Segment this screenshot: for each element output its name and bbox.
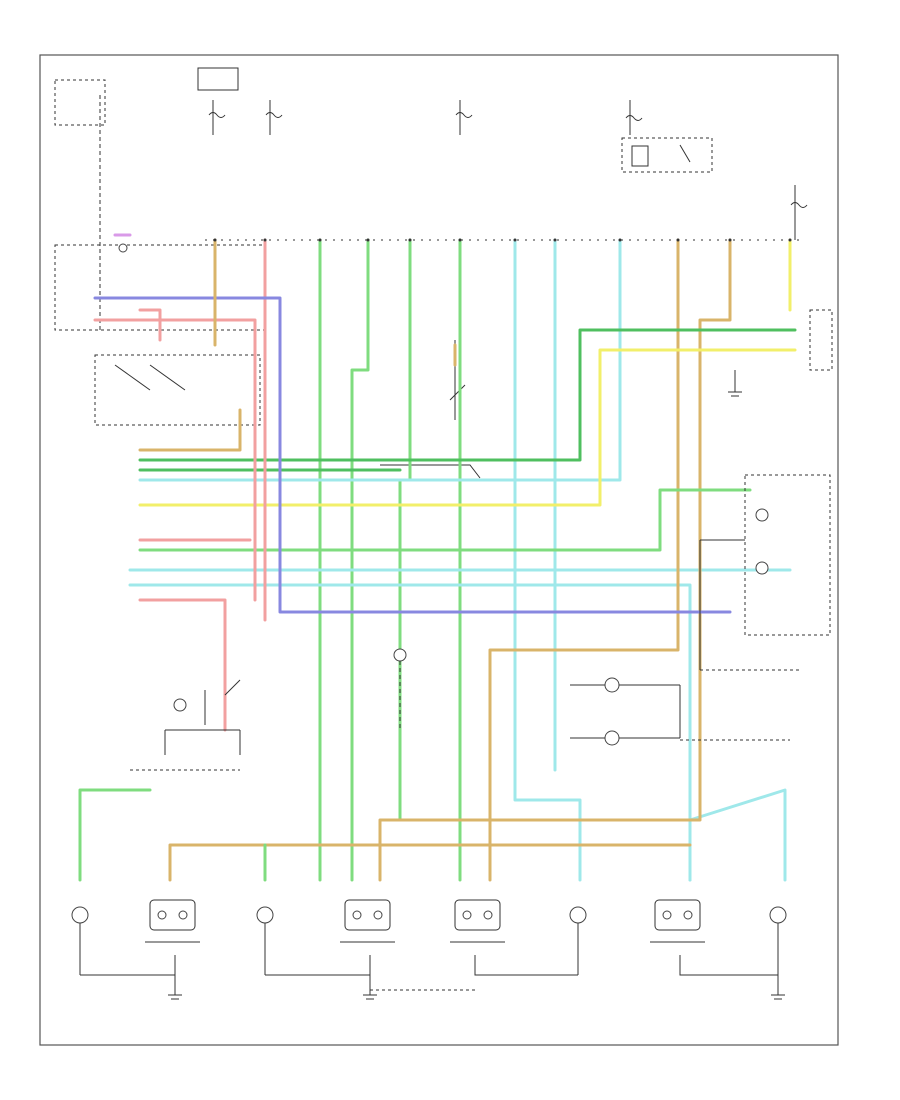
top-fuse-1 — [197, 67, 239, 135]
lamp-left-front-turn — [145, 899, 200, 943]
top-connectors — [213, 238, 792, 242]
top-fuse-2 — [265, 100, 283, 135]
indicator-lamp — [393, 648, 407, 730]
multifunction-switch — [380, 340, 481, 479]
top-fuse-5 — [790, 185, 808, 240]
lamp-left-front-park — [71, 906, 89, 975]
lamp-left-rear-stop — [340, 899, 395, 943]
ground-left — [80, 955, 182, 1000]
ground-center — [265, 955, 578, 1000]
trailer-connector — [809, 309, 833, 371]
instrument-cluster — [699, 474, 831, 671]
diagram-frame — [39, 54, 839, 1046]
top-fuse-4 — [625, 100, 643, 135]
wire-harness — [78, 233, 797, 882]
flasher-relay — [130, 679, 241, 771]
top-fuse-3 — [455, 100, 473, 135]
lamp-right-front-turn — [650, 899, 705, 943]
lamp-right-front-park — [769, 906, 787, 975]
ground-right — [679, 955, 785, 1000]
headlamp-switch — [54, 79, 266, 426]
relay-box — [621, 137, 713, 173]
lamp-right-rear-side — [569, 906, 587, 975]
license-lamp-left — [570, 677, 680, 693]
ground-relay — [728, 370, 742, 397]
license-lamp-right — [570, 685, 790, 746]
lamp-right-rear-stop — [450, 899, 505, 943]
lamp-left-rear-side — [256, 906, 274, 975]
